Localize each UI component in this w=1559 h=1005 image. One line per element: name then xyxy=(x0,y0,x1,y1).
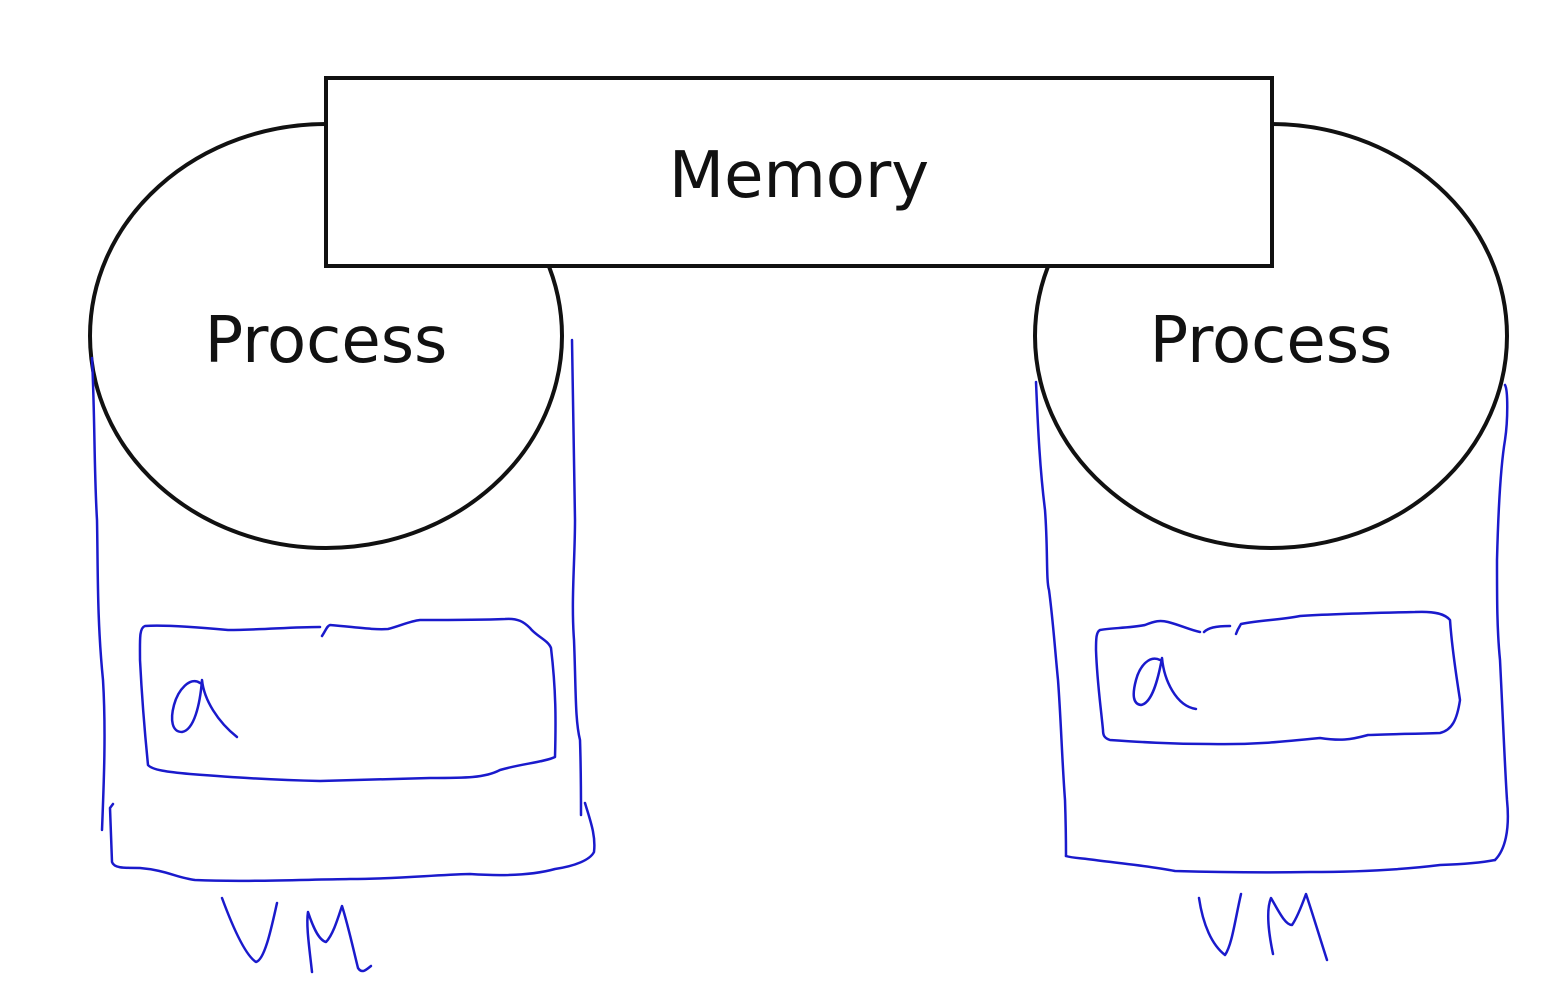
vm-left xyxy=(90,338,596,974)
vm-outline-bottom xyxy=(1064,854,1497,874)
vm-outline-right-side xyxy=(570,338,583,817)
vm-letter-m-left xyxy=(306,904,373,974)
vm-right xyxy=(1034,380,1510,962)
memory-box xyxy=(324,76,1274,268)
variable-box-right xyxy=(1094,610,1462,746)
variable-box-left xyxy=(138,617,557,783)
process-label-left: Process xyxy=(205,304,448,378)
vm-outline-bottom xyxy=(108,801,596,883)
vm-letter-v-right xyxy=(1197,892,1243,957)
vm-outline-left-side xyxy=(90,356,106,832)
variable-a-glyph-right xyxy=(1132,656,1198,711)
variable-a-glyph-left xyxy=(170,678,239,739)
vm-outline-right-side xyxy=(1493,383,1510,862)
vm-letter-m-right xyxy=(1266,892,1329,962)
vm-letter-v-left xyxy=(220,896,279,964)
vm-outline-left-side xyxy=(1034,380,1068,858)
process-label-right: Process xyxy=(1150,304,1393,378)
memory-label: Memory xyxy=(669,139,929,213)
memory-block: Memory xyxy=(324,76,1274,268)
